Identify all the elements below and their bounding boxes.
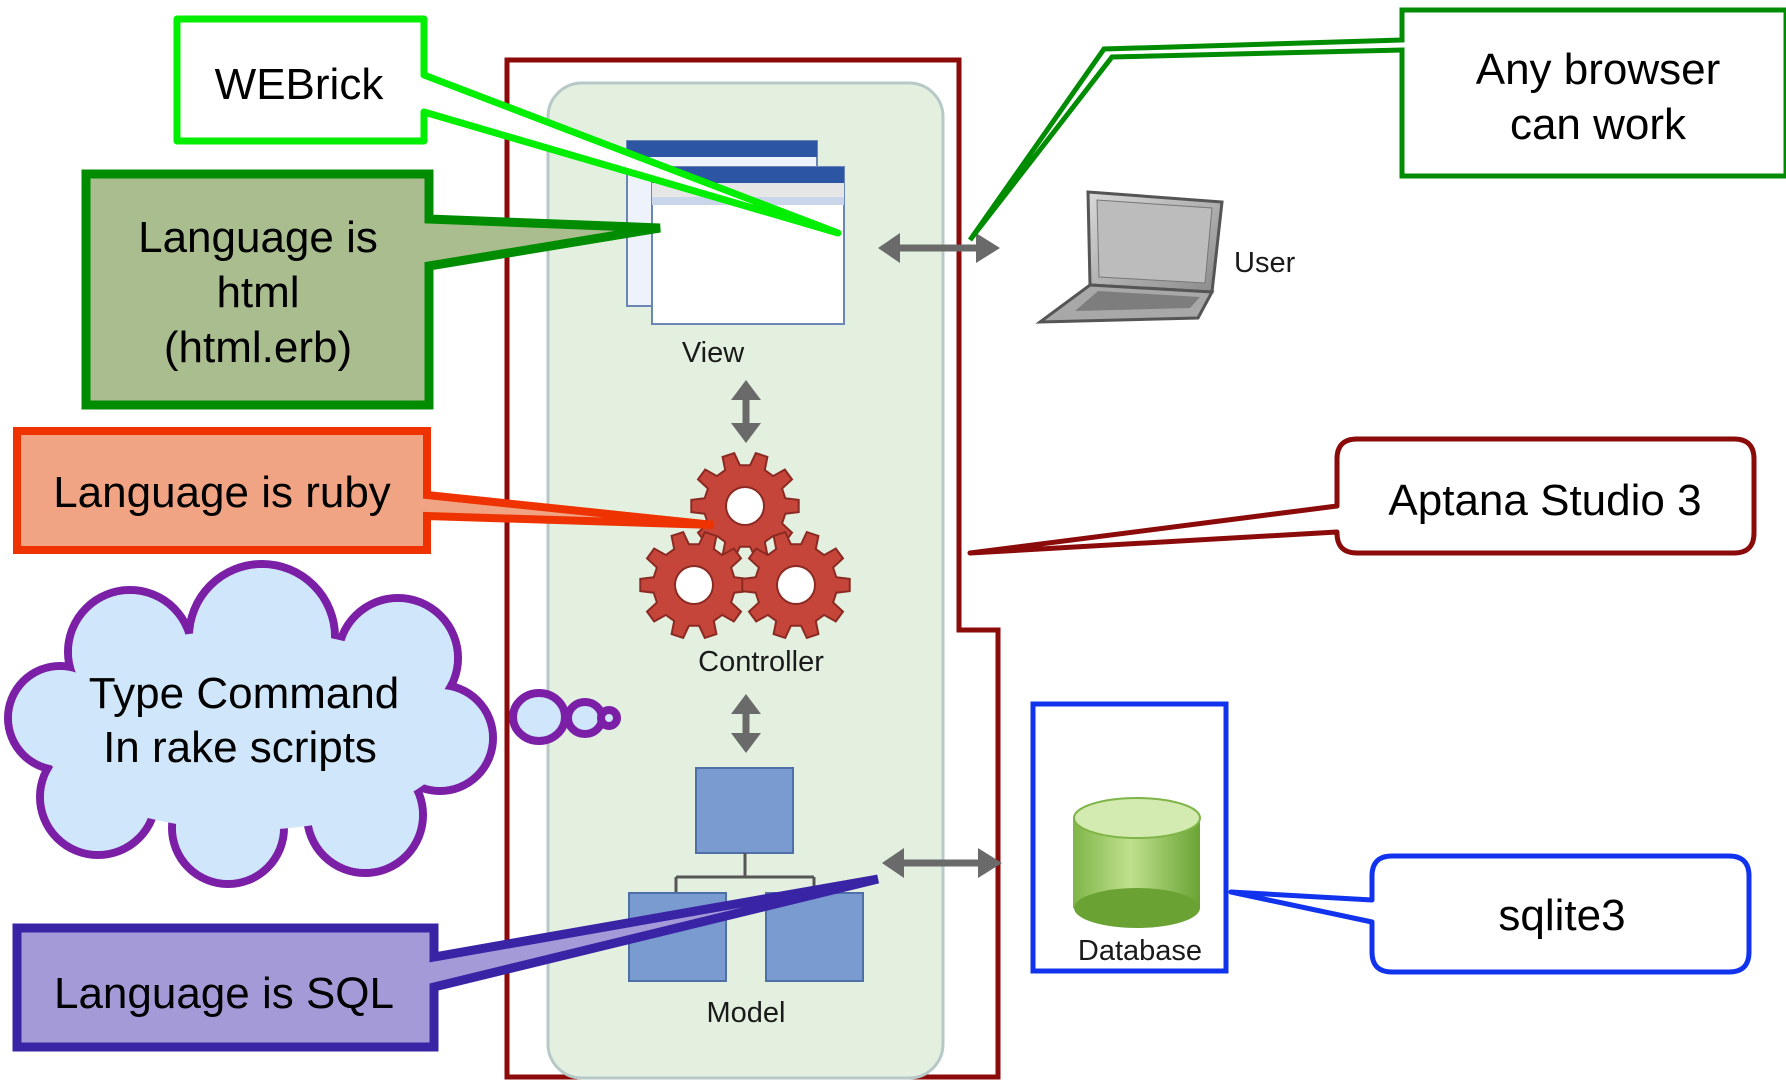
rake-thought-cloud (4, 560, 621, 888)
ruby-callout (13, 427, 715, 554)
laptop-icon (1035, 190, 1224, 324)
aptana-callout (967, 436, 1757, 556)
sql-text: Language is SQL (54, 969, 394, 1018)
webrick-text: WEBrick (215, 60, 385, 109)
browser-text-line-1: Any browser (1476, 45, 1721, 94)
html-text-line-1: Language is (138, 213, 378, 262)
webrick-callout (173, 15, 842, 237)
sqlite-text: sqlite3 (1498, 891, 1625, 940)
controller-gears-icon (639, 451, 851, 640)
gear-hole-3 (776, 565, 816, 605)
controller-label: Controller (698, 646, 824, 678)
view-label: View (682, 337, 745, 369)
sqlite-callout (1228, 853, 1752, 975)
aptana-text: Aptana Studio 3 (1388, 476, 1701, 525)
html-text-line-2: html (216, 268, 299, 317)
ruby-text: Language is ruby (53, 468, 391, 517)
database-label: Database (1078, 935, 1202, 967)
database-cylinder-icon (1073, 797, 1201, 928)
view-controller-arrow (731, 380, 761, 443)
html-callout (81, 169, 661, 410)
model-database-arrow (882, 848, 1002, 878)
gear-hole-2 (674, 565, 714, 605)
model-hierarchy-icon (628, 767, 864, 982)
rake-text-line-2: In rake scripts (103, 723, 377, 772)
view-user-arrow (878, 233, 1000, 263)
aptana-container (504, 57, 1001, 1080)
controller-model-arrow (731, 694, 761, 753)
model-label: Model (707, 997, 786, 1029)
html-text-line-3: (html.erb) (164, 323, 352, 372)
browser-callout (967, 7, 1786, 242)
rake-text-line-1: Type Command (89, 669, 400, 718)
user-label: User (1234, 247, 1296, 279)
sql-callout (12, 874, 880, 1052)
browser-text-line-2: can work (1510, 100, 1687, 149)
gear-hole-1 (725, 486, 765, 526)
